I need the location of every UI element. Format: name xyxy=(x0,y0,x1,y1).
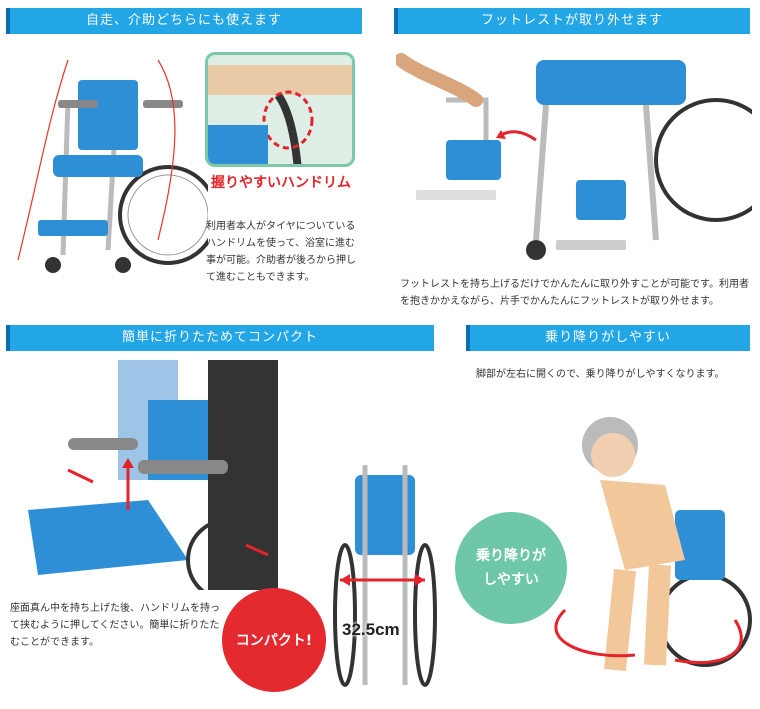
section-header-self-propel: 自走、介助どちらにも使えます xyxy=(6,8,362,34)
wheelchair-illustration xyxy=(17,59,208,273)
handrim-closeup-image xyxy=(205,52,355,167)
compact-description: 座面真ん中を持ち上げた後、ハンドリムを持って挟むように押してください。簡単に折り… xyxy=(10,603,220,648)
footrest-illustration xyxy=(396,53,752,260)
easy-transfer-badge: 乗り降りが しやすい xyxy=(455,512,567,624)
easy-transfer-badge-line2: しやすい xyxy=(483,572,539,588)
compact-badge: コンパクト! xyxy=(222,588,326,692)
footrest-description: フットレストを持ち上げるだけでかんたんに取り外すことが可能です。利用者を抱きかか… xyxy=(400,279,749,307)
easy-transfer-badge-line1: 乗り降りが xyxy=(476,548,546,564)
section-header-easy-transfer: 乗り降りがしやすい xyxy=(466,325,750,351)
folded-width-measure: 32.5cm xyxy=(342,620,400,639)
section-header-footrest: フットレストが取り外せます xyxy=(394,8,750,34)
easy-transfer-description: 脚部が左右に開くので、乗り降りがしやすくなります。 xyxy=(476,369,725,380)
folding-illustration xyxy=(28,360,278,590)
folded-wheelchair-illustration xyxy=(333,465,437,687)
handrim-label: 握りやすいハンドリム xyxy=(211,175,351,191)
section-header-compact: 簡単に折りたためてコンパクト xyxy=(6,325,434,351)
elderly-transfer-illustration xyxy=(554,417,752,672)
self-propel-description: 利用者本人がタイヤについているハンドリムを使って、浴室に進む事が可能。介助者が後… xyxy=(206,221,356,283)
